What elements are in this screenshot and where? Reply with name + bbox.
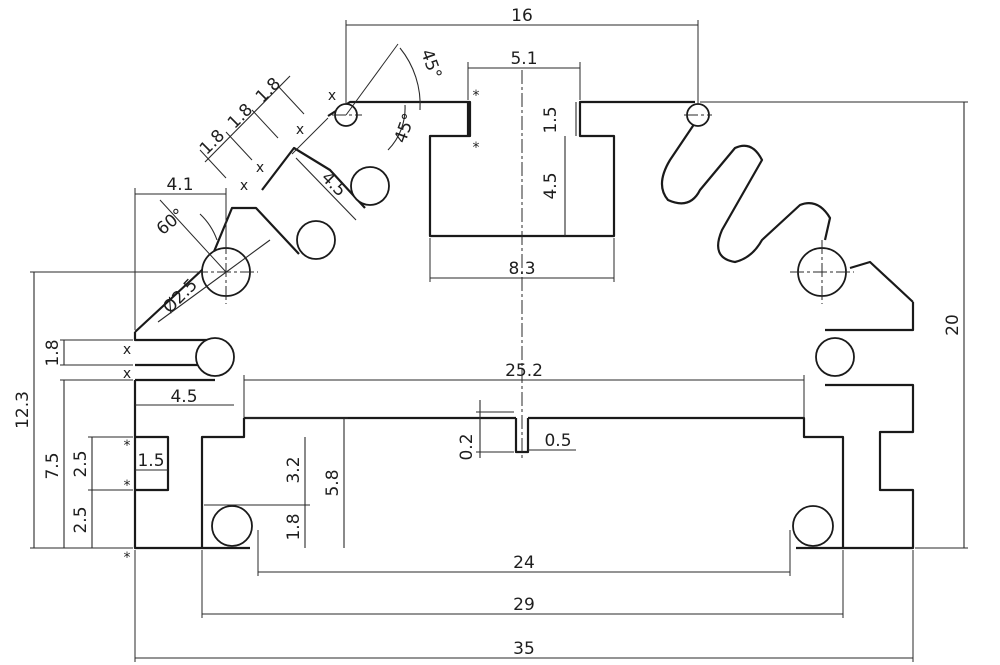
dim-overall-height: 20 bbox=[943, 314, 963, 336]
dim-inner-groove: 1.8 bbox=[284, 513, 304, 540]
dim-slot-neck-height: 1.5 bbox=[541, 106, 561, 133]
dim-hole-diameter: Ø2.5 bbox=[159, 275, 202, 318]
dim-groove-depth: 4.5 bbox=[170, 387, 197, 407]
dim-left-step-lower: 2.5 bbox=[71, 506, 91, 533]
dim-overall-width: 35 bbox=[513, 639, 535, 659]
dim-notch-depth: 0.2 bbox=[457, 433, 477, 460]
asterisk-marker: * bbox=[124, 438, 131, 454]
dim-inner-step: 3.2 bbox=[284, 456, 304, 483]
dim-notch-width: 0.5 bbox=[544, 431, 571, 451]
dimension-labels: 35 29 24 25.2 16 5.1 8.3 1.5 4.5 20 12.3… bbox=[13, 6, 963, 659]
asterisk-marker: * bbox=[124, 550, 131, 566]
dim-slot-top-width: 5.1 bbox=[510, 49, 537, 69]
dim-left-height-7-5: 7.5 bbox=[43, 452, 63, 479]
dim-fin-pitch-3: 1.8 bbox=[252, 74, 285, 107]
profile-outline bbox=[133, 100, 915, 550]
dim-slot-bottom-width: 8.3 bbox=[508, 259, 535, 279]
dim-fin-length: 4.5 bbox=[317, 168, 350, 201]
fin-end-2 bbox=[296, 220, 336, 260]
dim-slot-depth: 4.5 bbox=[541, 172, 561, 199]
dim-fin-pitch-1: 1.8 bbox=[196, 126, 229, 159]
right-fins bbox=[660, 107, 832, 264]
right-wall bbox=[825, 260, 915, 550]
dim-width-24: 24 bbox=[513, 553, 535, 573]
dim-left-tab-width: 1.5 bbox=[137, 451, 164, 471]
cross-marker: x bbox=[240, 178, 248, 194]
dim-left-step-upper: 2.5 bbox=[71, 450, 91, 477]
asterisk-marker: * bbox=[473, 140, 480, 156]
cross-marker: x bbox=[296, 122, 304, 138]
dim-top-width: 16 bbox=[511, 6, 533, 26]
center-notch bbox=[514, 418, 530, 454]
dim-groove-height: 1.8 bbox=[43, 339, 63, 366]
fin-end-1 bbox=[350, 166, 390, 206]
base-plate bbox=[202, 416, 845, 550]
dim-width-29: 29 bbox=[513, 595, 535, 615]
dim-fin-offset: 4.1 bbox=[166, 175, 193, 195]
groove-left-lower bbox=[211, 505, 253, 547]
dim-left-height: 12.3 bbox=[13, 391, 33, 429]
asterisk-marker: * bbox=[473, 88, 480, 104]
dim-fin-pitch-2: 1.8 bbox=[224, 100, 257, 133]
groove-right-lower bbox=[792, 505, 834, 547]
dim-angle-60: 60° bbox=[153, 205, 189, 240]
cross-marker: x bbox=[123, 342, 131, 358]
dim-angle-45-top: 45° bbox=[416, 47, 445, 82]
dim-angle-45-side: 45° bbox=[391, 111, 420, 146]
asterisk-marker: * bbox=[124, 478, 131, 494]
cross-marker: x bbox=[328, 88, 336, 104]
dim-inner-height: 5.8 bbox=[323, 469, 343, 496]
groove-right-upper bbox=[815, 337, 855, 377]
cross-marker: x bbox=[123, 366, 131, 382]
cross-marker: x bbox=[256, 160, 264, 176]
left-fins bbox=[211, 100, 695, 255]
markers: * * * * * x x x x x x bbox=[123, 88, 480, 566]
dimension-lines bbox=[30, 20, 968, 662]
dim-width-25-2: 25.2 bbox=[505, 361, 543, 381]
